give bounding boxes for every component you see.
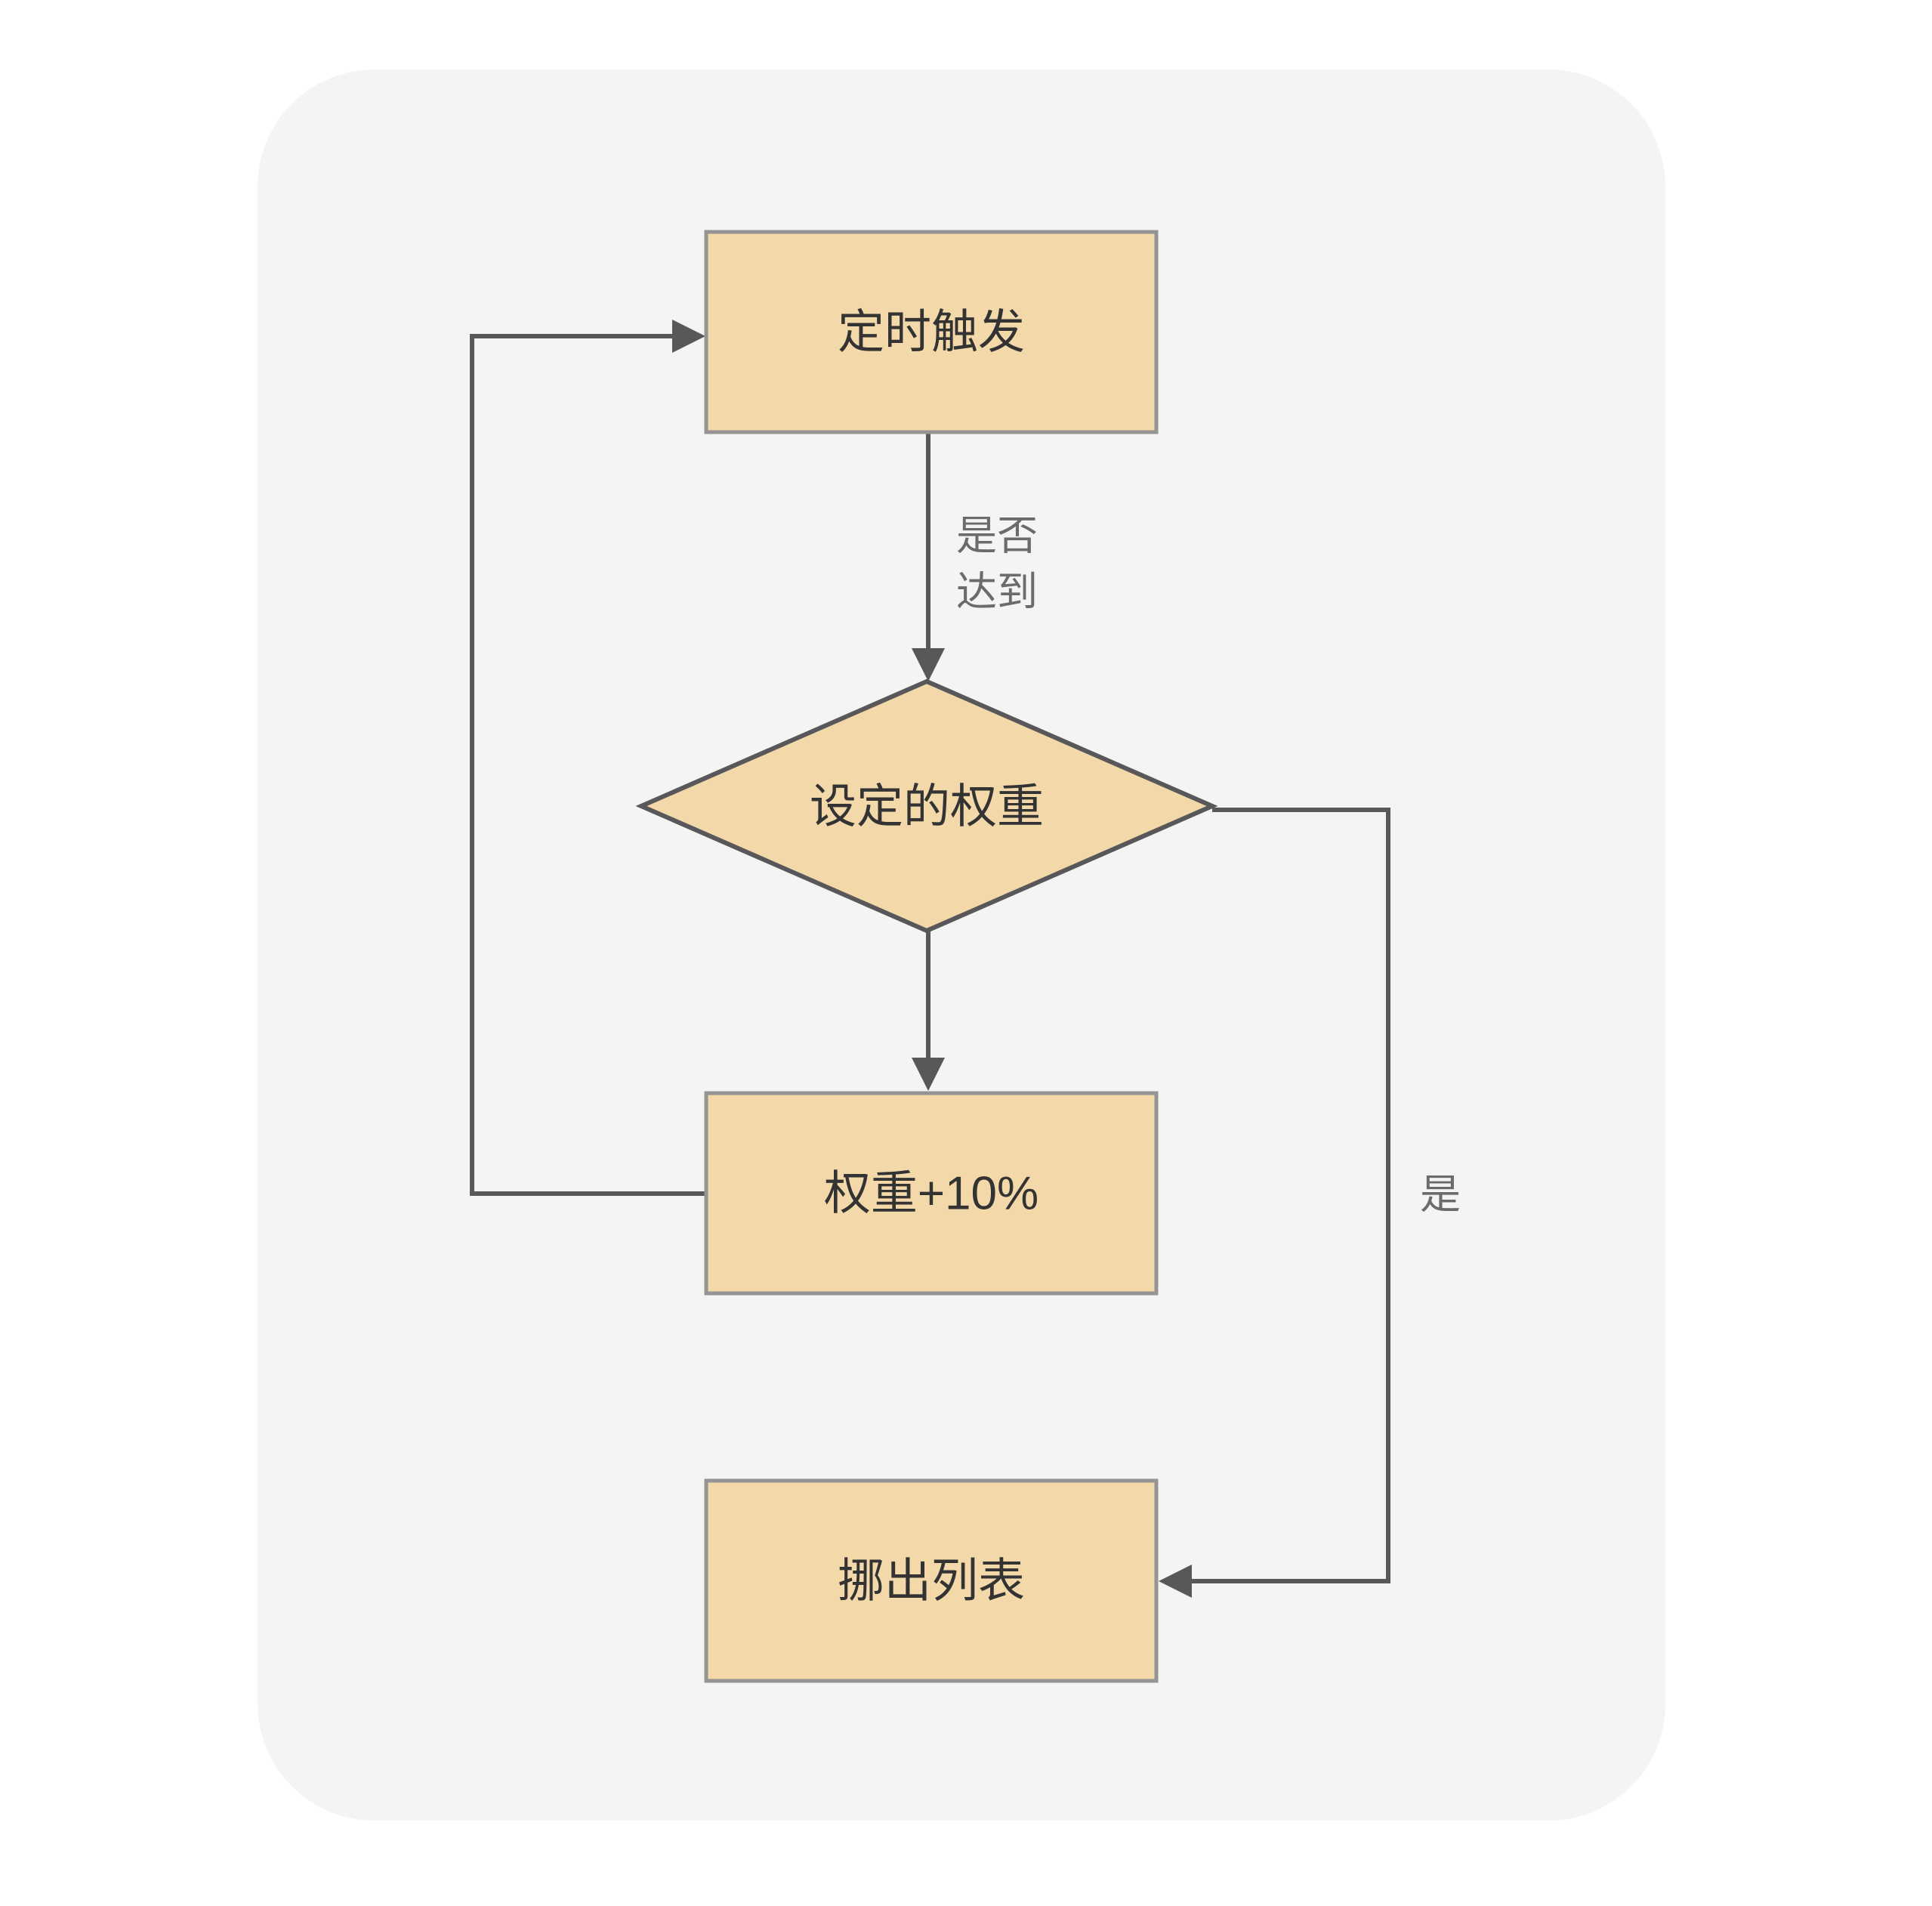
node-decision[interactable]: 设定的权重 (635, 678, 1218, 934)
node-remove-shape[interactable] (704, 1478, 1159, 1683)
node-trigger-label: 定时触发 (838, 306, 1025, 358)
edge-decision-to-increase (912, 931, 945, 1091)
node-remove[interactable]: 挪出列表 (704, 1478, 1159, 1683)
node-decision-label: 设定的权重 (810, 780, 1044, 833)
edge-labels-layer: 是否 达到 是 (956, 513, 1461, 1217)
node-increase[interactable]: 权重+10% (704, 1091, 1159, 1296)
edge-label-threshold-line1: 是否 (956, 513, 1038, 558)
edge-increase-to-trigger (470, 320, 706, 1196)
node-trigger[interactable]: 定时触发 (704, 230, 1159, 434)
edge-label-threshold-line2: 达到 (956, 569, 1038, 614)
node-remove-label: 挪出列表 (838, 1555, 1025, 1607)
edge-label-yes: 是 (1420, 1172, 1461, 1217)
node-increase-shape[interactable] (704, 1091, 1159, 1296)
node-trigger-shape[interactable] (704, 230, 1159, 434)
node-decision-shape[interactable] (635, 678, 1218, 934)
edges-layer (470, 320, 1390, 1598)
edge-trigger-to-decision (912, 432, 945, 681)
panel-background (258, 70, 1665, 1821)
node-increase-label: 权重+10% (824, 1167, 1039, 1219)
edge-decision-to-remove (1159, 808, 1390, 1598)
